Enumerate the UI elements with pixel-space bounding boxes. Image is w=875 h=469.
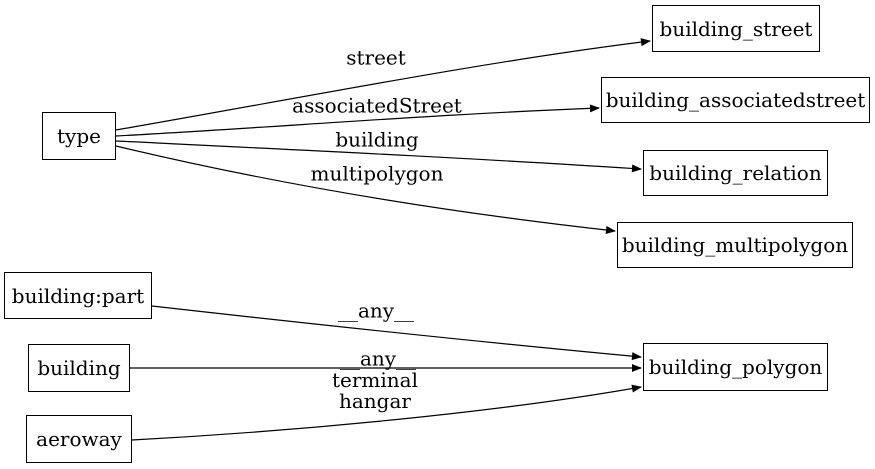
edge-type-building-multipolygon	[115, 145, 616, 234]
node-building-multipolygon: building_multipolygon	[617, 222, 853, 268]
node-building-polygon: building_polygon	[643, 343, 828, 391]
edge-label-building: building	[335, 127, 419, 152]
edge-label-associatedstreet: associatedStreet	[292, 93, 462, 118]
node-type: type	[42, 112, 116, 160]
node-building-relation: building_relation	[643, 150, 828, 196]
edge-type-building-street	[115, 38, 651, 131]
edge-type-building-relation	[115, 140, 642, 173]
edge-label-any-buildingpart: __any__	[337, 298, 415, 323]
edge-aeroway-building-polygon	[131, 384, 642, 441]
node-building: building	[28, 344, 130, 392]
node-building-part: building:part	[4, 272, 152, 319]
edge-label-terminal-hangar: terminal hangar	[332, 368, 418, 413]
edge-label-any-building: __any__	[339, 346, 417, 371]
edge-type-building-associatedstreet	[115, 104, 600, 137]
node-building-associatedstreet: building_associatedstreet	[601, 77, 870, 123]
edge-buildingpart-building-polygon	[151, 305, 642, 361]
edge-label-street: street	[346, 45, 406, 70]
edge-label-multipolygon: multipolygon	[310, 161, 444, 186]
node-building-street: building_street	[652, 5, 820, 52]
node-aeroway: aeroway	[26, 415, 132, 463]
